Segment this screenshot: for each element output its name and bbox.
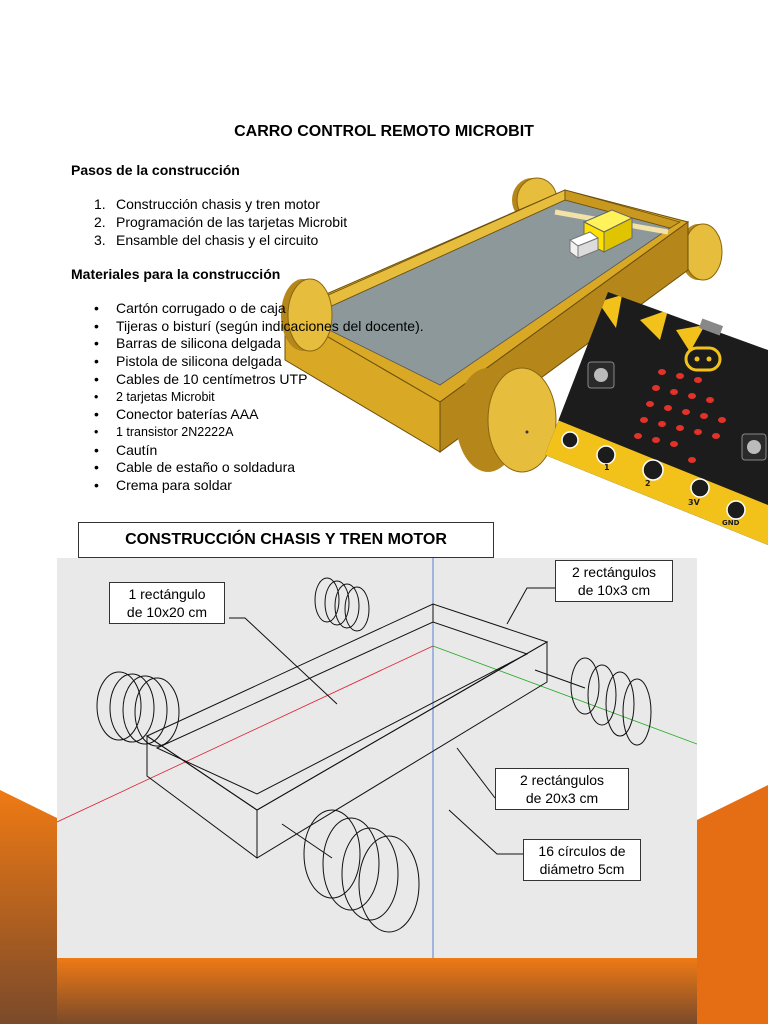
list-item: Cable de estaño o soldadura xyxy=(94,459,424,477)
callout-base-rectangle: 1 rectángulo de 10x20 cm xyxy=(109,582,225,624)
chassis-wireframe-diagram xyxy=(56,558,698,958)
steps-heading: Pasos de la construcción xyxy=(71,162,240,178)
list-item: Cartón corrugado o de caja xyxy=(94,300,424,318)
list-item: Pistola de silicona delgada xyxy=(94,353,424,371)
list-item: 2 tarjetas Microbit xyxy=(94,389,424,407)
list-item: Barras de silicona delgada xyxy=(94,335,424,353)
chassis-diagram-panel xyxy=(56,558,698,958)
materials-list: Cartón corrugado o de caja Tijeras o bis… xyxy=(94,300,424,495)
microbit-board-illustration: 0 1 2 3V GND xyxy=(545,292,768,545)
list-item: Crema para soldar xyxy=(94,477,424,495)
steps-list: 1.Construcción chasis y tren motor 2.Pro… xyxy=(94,195,347,249)
materials-heading: Materiales para la construcción xyxy=(71,266,281,282)
pin-0-label: 0 xyxy=(566,439,572,448)
pin-1-label: 1 xyxy=(604,463,610,472)
callout-short-sides: 2 rectángulos de 10x3 cm xyxy=(555,560,673,602)
list-item: 1.Construcción chasis y tren motor xyxy=(94,196,320,212)
list-item: Conector baterías AAA xyxy=(94,406,424,424)
list-item: Tijeras o bisturí (según indicaciones de… xyxy=(94,318,424,336)
section-title: CONSTRUCCIÓN CHASIS Y TREN MOTOR xyxy=(78,522,494,558)
callout-long-sides: 2 rectángulos de 20x3 cm xyxy=(495,768,629,810)
list-item: Cautín xyxy=(94,442,424,460)
pin-2-label: 2 xyxy=(645,479,651,488)
list-item: 2.Programación de las tarjetas Microbit xyxy=(94,214,348,230)
list-item: 3.Ensamble del chasis y el circuito xyxy=(94,232,319,248)
page-title: CARRO CONTROL REMOTO MICROBIT xyxy=(234,123,534,140)
list-item: 1 transistor 2N2222A xyxy=(94,424,424,442)
list-item: Cables de 10 centímetros UTP xyxy=(94,371,424,389)
pin-gnd-label: GND xyxy=(722,519,740,527)
pin-3v-label: 3V xyxy=(688,498,701,507)
callout-circles: 16 círculos de diámetro 5cm xyxy=(523,839,641,881)
